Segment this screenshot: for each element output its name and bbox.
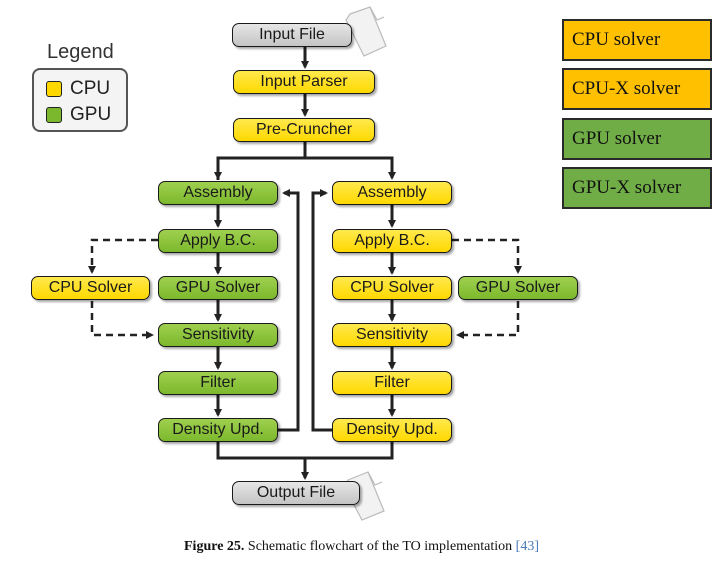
cpu-solver-box: CPU solver: [562, 19, 712, 61]
caption-text: Schematic flowchart of the TO implementa…: [247, 539, 513, 554]
left-filter-node: Filter: [158, 371, 278, 395]
left-apply-bc-node: Apply B.C.: [158, 229, 278, 253]
citation-link[interactable]: [43]: [515, 539, 539, 554]
figure-number: Figure 25.: [184, 539, 245, 554]
left-sensitivity-node: Sensitivity: [158, 323, 278, 347]
left-assembly-node: Assembly: [158, 181, 278, 205]
right-sensitivity-node: Sensitivity: [332, 323, 452, 347]
right-assembly-node: Assembly: [332, 181, 452, 205]
document-icon: [345, 6, 387, 57]
left-density-upd-node: Density Upd.: [158, 418, 278, 442]
legend-item-cpu: CPU: [46, 78, 110, 100]
right-filter-node: Filter: [332, 371, 452, 395]
figure-caption: Figure 25. Schematic flowchart of the TO…: [0, 539, 723, 555]
left-gpu-solver-node: GPU Solver: [158, 276, 278, 300]
right-density-upd-node: Density Upd.: [332, 418, 452, 442]
input-file-node: Input File: [232, 23, 352, 47]
cpu-swatch: [46, 81, 62, 97]
gpu-x-solver-box: GPU-X solver: [562, 167, 712, 209]
legend-item-gpu: GPU: [46, 104, 111, 126]
input-parser-node: Input Parser: [233, 70, 375, 94]
gpu-swatch: [46, 107, 62, 123]
left-cpu-solver-node: CPU Solver: [31, 276, 150, 300]
legend-label: CPU: [70, 78, 111, 99]
legend: CPU GPU: [32, 68, 128, 132]
output-file-node: Output File: [232, 481, 360, 505]
legend-label: GPU: [70, 104, 112, 125]
gpu-solver-box: GPU solver: [562, 118, 712, 160]
pre-cruncher-node: Pre-Cruncher: [233, 118, 375, 142]
right-cpu-solver-node: CPU Solver: [332, 276, 452, 300]
legend-title: Legend: [47, 41, 114, 63]
right-gpu-solver-node: GPU Solver: [458, 276, 578, 300]
cpu-x-solver-box: CPU-X solver: [562, 68, 712, 110]
right-apply-bc-node: Apply B.C.: [332, 229, 452, 253]
